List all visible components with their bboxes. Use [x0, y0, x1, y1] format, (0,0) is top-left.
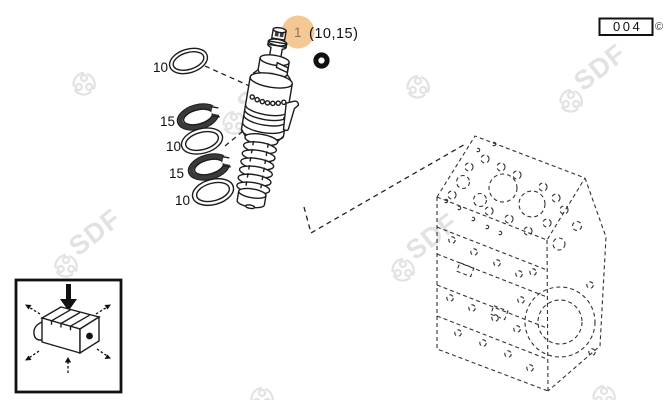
- ring-label: 15: [160, 114, 175, 129]
- down-arrow-icon: [60, 284, 77, 311]
- ring-label: 10: [175, 193, 190, 208]
- callout-highlight[interactable]: [281, 15, 315, 49]
- direction-arrows: [27, 305, 109, 373]
- callout-balloon[interactable]: 1: [281, 15, 315, 49]
- sheet-number: 004: [613, 19, 642, 34]
- o-ring-part: [168, 47, 209, 75]
- seal-ring-part: [176, 103, 222, 131]
- side-clip: [282, 100, 300, 132]
- sheet-number-box: 004 ©: [598, 17, 663, 36]
- ring-label: 10: [153, 60, 168, 75]
- callout-number[interactable]: 1: [294, 25, 302, 40]
- leader-line: [204, 65, 264, 93]
- pump-body: [33, 306, 101, 355]
- injector-assembly: [236, 26, 300, 210]
- injector-spring: [236, 128, 284, 195]
- union-collar: [252, 54, 292, 81]
- orientation-inset: [14, 278, 123, 394]
- watermark-text: SDF: [63, 203, 126, 262]
- watermark-text: SDF: [568, 38, 631, 97]
- small-o-ring-part: [313, 52, 330, 69]
- ring-label: 10: [166, 139, 181, 154]
- callout-related-parts: (10,15): [309, 26, 358, 42]
- leader-line: [303, 142, 468, 234]
- watermark-text: SDF: [400, 207, 463, 266]
- engine-block-phantom: [436, 135, 607, 392]
- copyright-symbol: ©: [655, 21, 663, 33]
- o-ring-part: [180, 127, 224, 155]
- nozzle-cap: [236, 187, 267, 210]
- cap-nut: [270, 26, 287, 41]
- o-ring-part: [191, 177, 235, 207]
- ring-label: 15: [169, 166, 184, 181]
- sdf-watermark-layer: SDF SDF SDF SDF: [50, 38, 632, 400]
- direction-arrowheads: [25, 304, 111, 363]
